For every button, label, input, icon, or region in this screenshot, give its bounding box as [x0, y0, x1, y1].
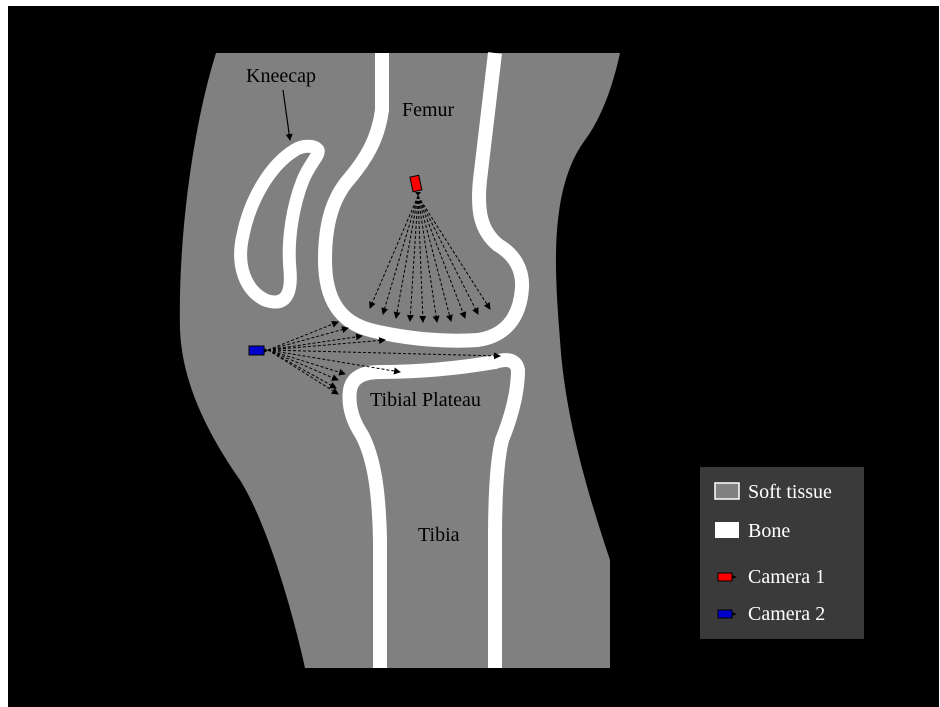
- camera-2-swatch: [718, 610, 732, 618]
- legend-label-soft-tissue: Soft tissue: [748, 481, 832, 503]
- tibia-label: Tibia: [418, 524, 460, 546]
- legend-label-camera-1: Camera 1: [748, 566, 825, 588]
- femur-label: Femur: [402, 99, 455, 121]
- soft-tissue-swatch: [715, 483, 739, 499]
- tibial-plateau-label: Tibial Plateau: [370, 389, 481, 411]
- kneecap-label: Kneecap: [246, 65, 316, 87]
- legend-label-bone: Bone: [748, 520, 790, 542]
- legend: Soft tissue Bone Camera 1 Camera 2: [700, 467, 864, 639]
- camera-2-icon: [249, 346, 264, 355]
- legend-label-camera-2: Camera 2: [748, 603, 825, 625]
- camera-1-swatch: [718, 573, 732, 581]
- bone-swatch: [715, 522, 739, 538]
